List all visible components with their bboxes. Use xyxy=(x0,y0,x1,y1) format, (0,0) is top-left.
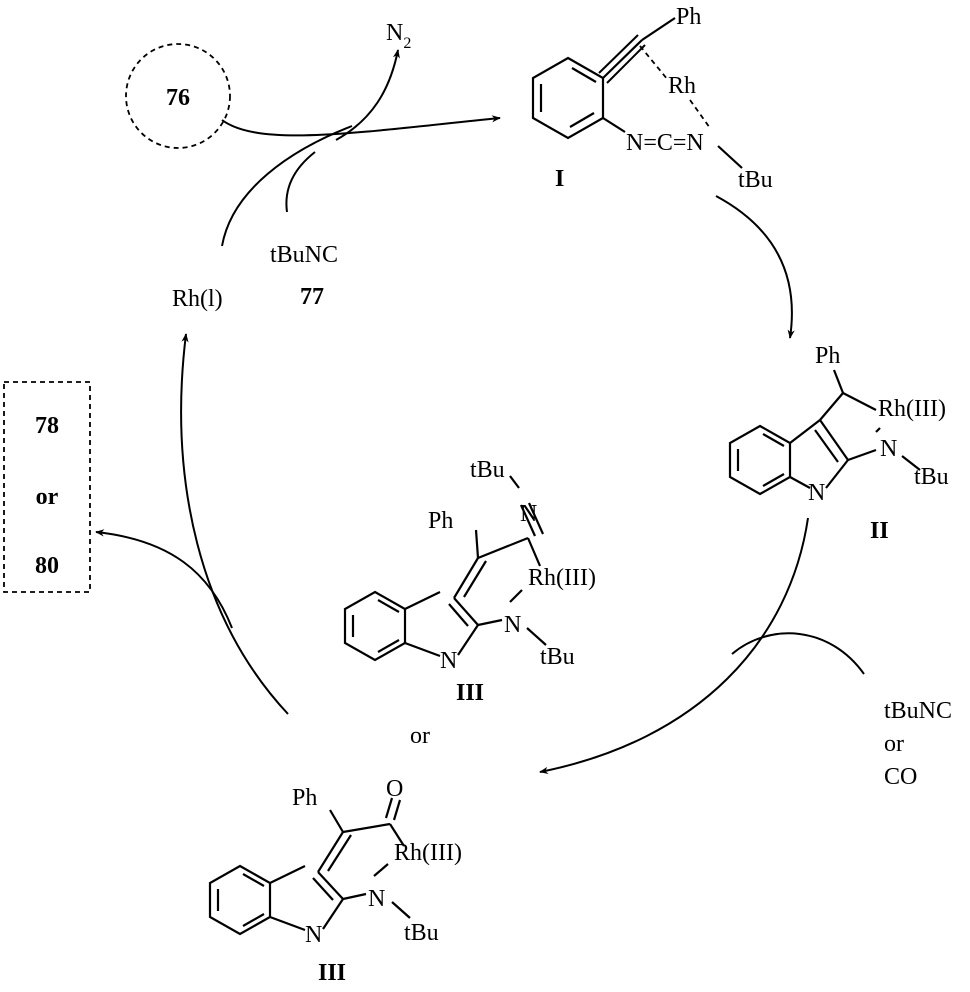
insertion-line2: or xyxy=(884,731,904,757)
arrow-n2-release xyxy=(335,49,400,141)
III-co-n-ring: N xyxy=(305,922,322,948)
products-box xyxy=(3,381,91,593)
III-co-tbu: tBu xyxy=(404,920,439,946)
I-rh: Rh xyxy=(668,73,696,99)
I-label: I xyxy=(555,166,564,192)
intermediate-I-structure xyxy=(531,17,743,169)
III-imine-tbu-top: tBu xyxy=(470,457,505,483)
III-co-ph: Ph xyxy=(292,785,317,811)
intermediate-II-structure xyxy=(728,369,921,496)
III-imine-n-ring: N xyxy=(440,648,457,674)
III-imine-ph: Ph xyxy=(428,508,453,534)
III-co-n-amine: N xyxy=(368,886,385,912)
arrow-to-I xyxy=(221,115,501,137)
reagent-77-number: 77 xyxy=(300,284,324,310)
III-co-rh: Rh(III) xyxy=(394,840,462,866)
arrow-I-to-II xyxy=(715,195,795,339)
insertion-line3: CO xyxy=(884,764,917,790)
arrow-to-products xyxy=(95,529,233,629)
product-80: 80 xyxy=(35,553,59,579)
product-78: 78 xyxy=(35,413,59,439)
II-rh: Rh(III) xyxy=(878,396,946,422)
III-imine-label: III xyxy=(456,680,484,706)
intermediate-III-imine-structure xyxy=(343,475,547,662)
arrow-rh-uptake xyxy=(221,125,353,247)
product-or: or xyxy=(36,484,59,510)
III-imine-n-amine: N xyxy=(504,612,521,638)
intermediate-III-co-structure xyxy=(208,797,411,936)
II-ph: Ph xyxy=(815,343,840,369)
I-tbu: tBu xyxy=(738,167,773,193)
III-imine-rh: Rh(III) xyxy=(528,565,596,591)
reagent-76-circle xyxy=(125,43,231,149)
arrow-tbunc-in xyxy=(285,151,316,213)
catalyst-rh-label: Rh(l) xyxy=(172,286,223,312)
or-between-III: or xyxy=(410,723,430,749)
III-imine-tbu: tBu xyxy=(540,644,575,670)
III-co-o: O xyxy=(386,776,403,802)
II-label: II xyxy=(870,518,889,544)
I-ncn: N=C=N xyxy=(626,130,704,156)
reagent-76-label: 76 xyxy=(166,85,190,111)
III-co-label: III xyxy=(318,960,346,986)
arrow-to-rh xyxy=(180,333,289,715)
I-ph: Ph xyxy=(676,4,701,30)
arrow-II-to-III xyxy=(539,517,809,774)
insertion-line1: tBuNC xyxy=(884,698,952,724)
II-tbu: tBu xyxy=(914,464,949,490)
reagent-77-name: tBuNC xyxy=(270,242,338,268)
II-n-ring: N xyxy=(808,480,825,506)
II-n-amine: N xyxy=(880,436,897,462)
III-imine-n: N xyxy=(520,501,537,527)
n2-label: N2 xyxy=(386,20,411,52)
arrow-insertion-in xyxy=(731,632,865,675)
